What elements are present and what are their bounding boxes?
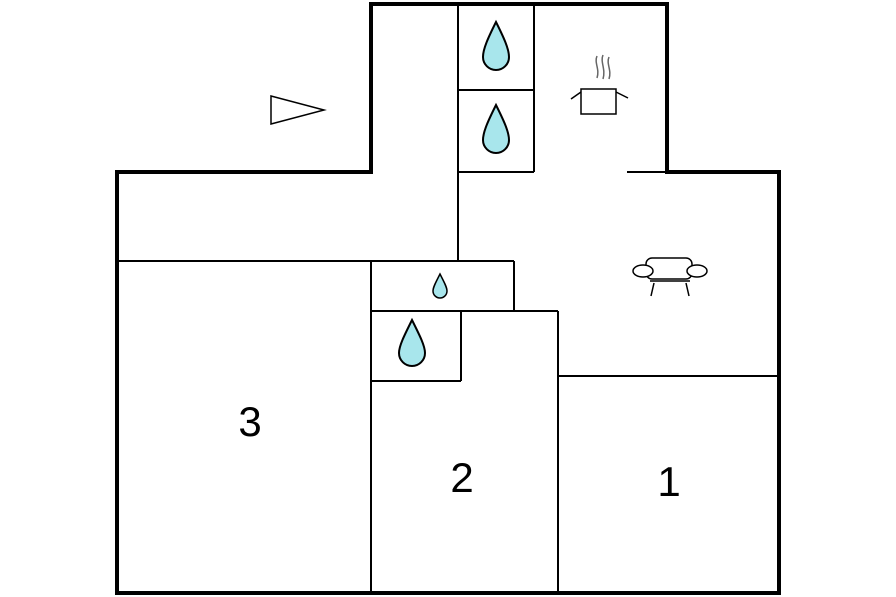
cooking-pot-icon xyxy=(570,54,629,115)
water-drop-icon xyxy=(481,19,511,71)
water-drop-icon xyxy=(397,317,427,367)
entrance-arrow-icon xyxy=(270,95,327,125)
room-number-2: 2 xyxy=(450,454,473,501)
room-number-1: 1 xyxy=(657,458,680,505)
room-number-3: 3 xyxy=(238,398,261,445)
water-drop-icon xyxy=(432,272,448,299)
outer-wall xyxy=(115,2,781,595)
sofa-icon xyxy=(632,257,708,297)
interior-walls xyxy=(117,4,779,593)
water-drop-icon xyxy=(481,102,511,154)
